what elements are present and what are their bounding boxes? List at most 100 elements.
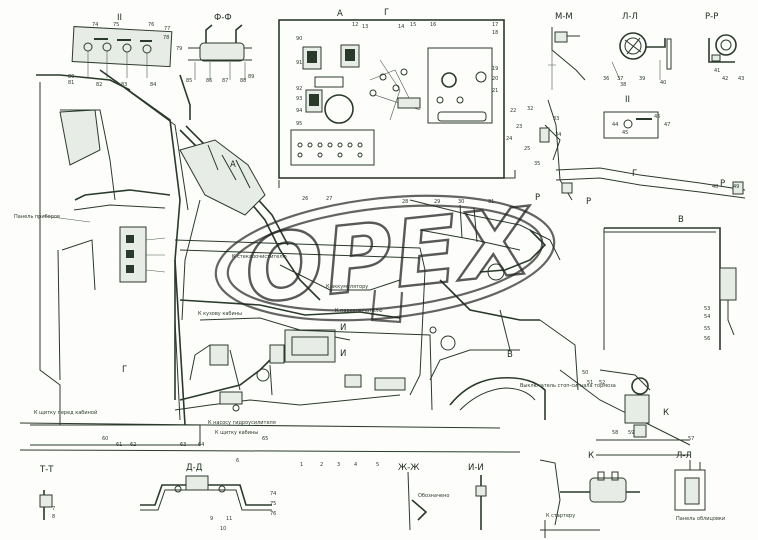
callout-to-cab-rear: К щитку перед кабиной [34, 409, 97, 416]
part-number-label: 42 [722, 76, 728, 82]
part-number-label: 79 [176, 46, 182, 52]
section-ll2-label: Л-Л [676, 451, 692, 461]
section-a-label: А [337, 9, 343, 19]
rr-section-detail [708, 34, 737, 63]
part-number-label: 88 [240, 78, 246, 84]
section-p2-label: Р [586, 197, 591, 207]
part-number-label: 38 [620, 82, 626, 88]
callout-to-acc: К аккумулятору [326, 284, 368, 290]
part-number-label: 44 [612, 122, 618, 128]
instrument-panel [278, 19, 516, 188]
part-number-label: 93 [296, 96, 302, 102]
callout-to-starter: К стартеру [546, 513, 575, 519]
callout-to-cab-body: К кузову кабины [198, 311, 242, 317]
part-number-label: 1 [300, 462, 303, 468]
part-number-label: 16 [430, 22, 436, 28]
part-number-label: 28 [402, 199, 408, 205]
section-zhzh-label: Ж-Ж [398, 463, 419, 473]
part-number-label: 37 [617, 76, 623, 82]
part-number-label: 30 [458, 199, 464, 205]
ll2-section-detail [674, 460, 706, 511]
part-number-label: 51 [587, 380, 593, 386]
part-number-label: 60 [102, 436, 108, 442]
part-number-label: 32 [527, 106, 533, 112]
part-number-label: 58 [612, 430, 618, 436]
part-number-label: 53 [704, 306, 710, 312]
part-number-label: 59 [628, 430, 634, 436]
part-number-label: 90 [296, 36, 302, 42]
part-number-label: 74 [92, 22, 98, 28]
controller-block [209, 329, 406, 412]
section-g-left-label: Г [122, 365, 127, 375]
section-dd-label: Д-Д [186, 463, 203, 473]
part-number-label: 39 [639, 76, 645, 82]
part-number-label: 17 [492, 22, 498, 28]
k-bottom-detail [539, 459, 640, 538]
part-number-label: 13 [362, 24, 368, 30]
part-number-label: 75 [113, 22, 119, 28]
section-g-top-label: Г [384, 8, 389, 18]
part-number-label: 94 [296, 108, 302, 114]
part-number-label: 89 [248, 74, 254, 80]
tt-section-detail [39, 490, 53, 520]
mm-section-detail [548, 27, 586, 90]
part-number-label: 35 [534, 161, 540, 167]
part-number-label: 55 [704, 326, 710, 332]
part-number-label: 18 [492, 30, 498, 36]
part-number-label: 12 [352, 22, 358, 28]
part-number-label: 62 [130, 442, 136, 448]
part-number-label: 7 [52, 506, 55, 512]
zhzh-section-detail [407, 471, 428, 531]
part-number-label: 19 [492, 66, 498, 72]
part-number-label: 95 [296, 121, 302, 127]
part-number-label: 22 [510, 108, 516, 114]
callout-brake-switch: Выключатель стоп-сигнала тормоза [520, 383, 616, 389]
section-i-mid2-label: И [340, 349, 346, 359]
part-number-label: 8 [52, 514, 55, 520]
part-number-label: 84 [150, 82, 156, 88]
callout-to-cab-wall: К щитку кабины [215, 430, 258, 436]
section-mm-label: М-М [555, 12, 573, 22]
section-tt-label: Т-Т [39, 465, 54, 475]
part-number-label: 20 [492, 76, 498, 82]
section-ff-label: Ф-Ф [214, 13, 232, 23]
part-number-label: 56 [704, 336, 710, 342]
part-number-label: 34 [555, 132, 561, 138]
part-number-label: 45 [622, 130, 628, 136]
ii-detail [603, 111, 659, 139]
section-ab-label: А [230, 160, 236, 170]
part-number-label: 74 [270, 491, 276, 497]
part-number-label: 26 [302, 196, 308, 202]
part-number-label: 40 [660, 80, 666, 86]
part-number-label: 78 [163, 35, 169, 41]
callout-to-hyd-pump: К насосу гидроусилителя [208, 420, 276, 426]
part-number-label: 9 [210, 516, 213, 522]
ii2-section-detail [475, 475, 487, 530]
part-number-label: 43 [738, 76, 744, 82]
section-ll-label: Л-Л [622, 12, 638, 22]
section-p3-label: Р [720, 179, 725, 189]
part-number-label: 57 [688, 436, 694, 442]
part-number-label: 24 [506, 136, 512, 142]
part-number-label: 76 [148, 22, 154, 28]
part-number-label: 48 [712, 184, 718, 190]
part-number-label: 64 [198, 442, 204, 448]
part-number-label: 61 [116, 442, 122, 448]
cab-frame [19, 69, 521, 453]
part-number-label: 52 [599, 380, 605, 386]
dd-section-detail [140, 475, 272, 511]
part-number-label: 14 [398, 24, 404, 30]
part-number-label: 76 [270, 511, 276, 517]
watermark-text: ОРЕХ [240, 188, 539, 325]
part-number-label: 91 [296, 60, 302, 66]
part-number-label: 6 [236, 458, 239, 464]
callout-to-wiper: К стеклоочистителю [232, 254, 287, 260]
section-v-mid-label: В [507, 350, 513, 360]
part-number-label: 49 [733, 184, 739, 190]
part-number-label: 23 [516, 124, 522, 130]
part-number-label: 54 [704, 314, 710, 320]
section-p1-label: Р [535, 193, 540, 203]
part-number-label: 85 [186, 78, 192, 84]
